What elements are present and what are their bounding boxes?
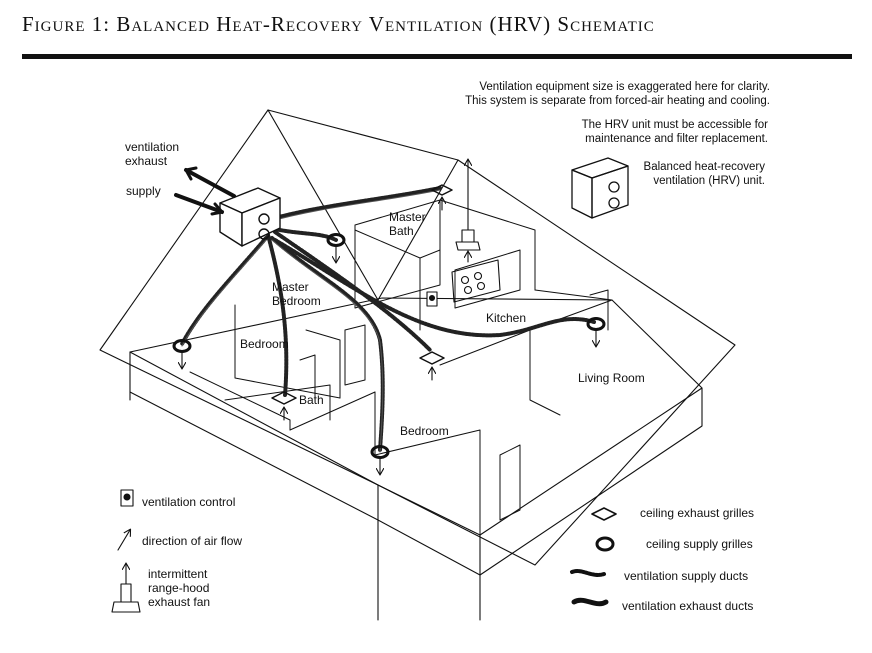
master-bath-label-line1: Master <box>389 210 426 224</box>
hrv-unit-icon <box>219 187 281 247</box>
supply-label: supply <box>126 184 161 198</box>
legend-range-hood: intermittent range-hood exhaust fan <box>148 567 210 609</box>
access-note: The HRV unit must be accessible for main… <box>520 118 768 146</box>
supply-grille-bedroom-2 <box>370 445 390 475</box>
supply-grille-bedroom-1 <box>172 339 192 369</box>
title-rule <box>22 54 852 59</box>
legend-exhaust-duct-icon <box>571 597 609 607</box>
note-access-line2: maintenance and filter replacement. <box>585 133 768 145</box>
ceiling-exhaust-grilles <box>271 184 453 421</box>
legend-air-flow: direction of air flow <box>142 534 243 548</box>
interior-walls <box>189 199 613 536</box>
master-bedroom-label: Master Bedroom <box>272 280 321 308</box>
legend-ceiling-exhaust: ceiling exhaust grilles <box>640 506 755 520</box>
kitchen-label: Kitchen <box>486 311 527 325</box>
kitchen-range <box>451 259 501 303</box>
duct-outlines <box>181 189 441 453</box>
legend-range-hood-fan-icon <box>111 564 141 613</box>
equipment-size-note: Ventilation equipment size is exaggerate… <box>420 80 770 108</box>
hrv-unit-note: Balanced heat-recovery ventilation (HRV)… <box>620 160 765 188</box>
note-size-line2: This system is separate from forced-air … <box>465 95 770 107</box>
supply-grille-living-room <box>586 317 606 347</box>
master-bedroom-label-line1: Master <box>272 280 309 294</box>
hrv-unit-legend-icon <box>571 157 629 219</box>
legend-air-flow-arrow-icon <box>117 530 130 551</box>
note-size-line1: Ventilation equipment size is exaggerate… <box>479 81 770 93</box>
legend-range-hood-line1: intermittent <box>148 567 208 581</box>
legend-icons <box>111 489 617 613</box>
bath-label: Bath <box>299 393 324 407</box>
legend-supply-duct-icon <box>570 569 606 577</box>
outdoor-air-arrows <box>174 166 236 216</box>
master-bath-label: Master Bath <box>389 210 426 238</box>
exhaust-grille-master-bath <box>431 184 453 211</box>
exhaust-grille-hall <box>419 351 445 381</box>
figure-title: Figure 1: Balanced Heat-Recovery Ventila… <box>22 12 655 36</box>
legend-ceiling-exhaust-grille-icon <box>591 507 617 521</box>
ceiling-supply-grilles <box>172 233 606 475</box>
legend-exhaust-ducts: ventilation exhaust ducts <box>622 599 754 613</box>
range-hood-fan-icon <box>455 160 481 263</box>
legend-ceiling-supply-grille-icon <box>595 536 615 552</box>
legend-range-hood-line3: exhaust fan <box>148 595 211 609</box>
ventilation-exhaust-label: ventilation exhaust <box>125 140 179 168</box>
supply-grille-master-bedroom <box>326 233 346 263</box>
exhaust-grille-bath <box>271 391 297 421</box>
note-access-line1: The HRV unit must be accessible for <box>581 119 768 131</box>
master-bedroom-label-line2: Bedroom <box>272 294 321 308</box>
living-room-label: Living Room <box>578 371 645 385</box>
legend-ventilation-control: ventilation control <box>142 495 236 509</box>
ventilation-exhaust-label-line1: ventilation <box>125 140 180 154</box>
ventilation-control-icon <box>426 291 438 307</box>
legend-range-hood-line2: range-hood <box>148 581 210 595</box>
master-bath-label-line2: Bath <box>389 224 414 238</box>
legend-supply-ducts: ventilation supply ducts <box>624 569 749 583</box>
bedroom-2-label: Bedroom <box>400 424 449 438</box>
legend-ceiling-supply: ceiling supply grilles <box>646 537 753 551</box>
note-unit-line2: ventilation (HRV) unit. <box>653 175 765 187</box>
note-unit-line1: Balanced heat-recovery <box>643 161 765 173</box>
ventilation-exhaust-label-line2: exhaust <box>125 154 168 168</box>
legend-ventilation-control-icon <box>120 489 134 507</box>
bedroom-1-label: Bedroom <box>240 337 289 351</box>
ventilation-ducts <box>180 186 596 452</box>
exterior-walls <box>129 297 703 621</box>
